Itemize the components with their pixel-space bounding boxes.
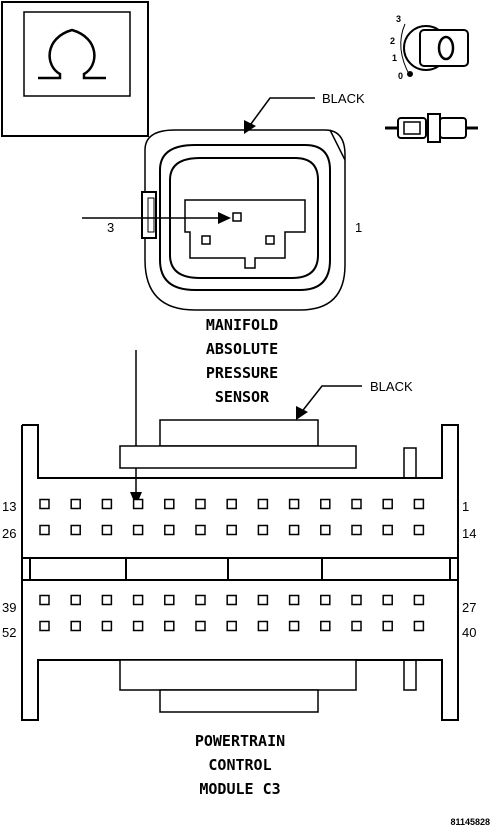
svg-text:MANIFOLD: MANIFOLD — [206, 316, 278, 334]
svg-text:PRESSURE: PRESSURE — [206, 364, 278, 382]
ignition-key-icon: 3 2 1 0 — [390, 14, 469, 81]
svg-text:MODULE C3: MODULE C3 — [199, 780, 280, 798]
row4-left-label: 52 — [2, 625, 16, 640]
key-position-3: 3 — [396, 14, 401, 24]
map-pin-1 — [265, 235, 275, 245]
pcm-pin — [101, 594, 113, 606]
svg-text:POWERTRAIN: POWERTRAIN — [195, 732, 285, 750]
pcm-pin — [70, 498, 81, 510]
map-sensor-connector — [141, 129, 346, 311]
pcm-pin — [195, 620, 206, 632]
pin-3-arrow: 3 — [82, 212, 231, 235]
pcm-pin — [257, 594, 269, 606]
pcm-pin — [195, 594, 206, 606]
figure-id: 81145828 — [450, 817, 490, 827]
pcm-pin — [226, 524, 237, 536]
pcm-pin — [101, 620, 113, 632]
svg-text:CONTROL: CONTROL — [208, 756, 271, 774]
row2-left-label: 26 — [2, 526, 16, 541]
key-position-2: 2 — [390, 36, 395, 46]
pcm-pin — [351, 620, 362, 632]
row1-right-label: 1 — [462, 499, 469, 514]
pcm-pin — [164, 498, 175, 510]
pcm-pin — [351, 594, 362, 606]
pcm-pin — [39, 498, 50, 510]
row2-right-label: 14 — [462, 526, 476, 541]
pcm-connector — [21, 419, 459, 721]
svg-text:SENSOR: SENSOR — [215, 388, 270, 406]
pcm-pin — [382, 524, 393, 536]
pcm-pin — [226, 594, 237, 606]
pcm-title: POWERTRAIN CONTROL MODULE C3 — [195, 732, 285, 798]
sensor-color-label: BLACK — [322, 91, 365, 106]
pcm-color-callout: BLACK — [296, 379, 413, 420]
pcm-pin — [101, 498, 113, 510]
pcm-pin — [132, 620, 144, 632]
map-pin-2 — [201, 235, 211, 245]
pcm-pin — [288, 524, 300, 536]
svg-text:ABSOLUTE: ABSOLUTE — [206, 340, 278, 358]
pcm-pin — [164, 524, 175, 536]
pcm-pin — [413, 498, 425, 510]
key-position-0: 0 — [398, 71, 403, 81]
pcm-pin — [413, 620, 425, 632]
pcm-pin — [39, 524, 50, 536]
pcm-pin — [226, 498, 237, 510]
pcm-pin — [320, 620, 331, 632]
pcm-pin — [164, 594, 175, 606]
pcm-pin — [195, 498, 206, 510]
pcm-pin — [39, 620, 50, 632]
pcm-color-label: BLACK — [370, 379, 413, 394]
pcm-pin — [70, 594, 81, 606]
ohm-icon — [38, 28, 106, 80]
sensor-pin-3-label: 3 — [107, 220, 114, 235]
row4-right-label: 40 — [462, 625, 476, 640]
sensor-color-callout: BLACK — [244, 91, 365, 134]
row1-left-label: 13 — [2, 499, 16, 514]
pcm-pin — [351, 524, 362, 536]
pcm-pin — [351, 498, 362, 510]
pcm-pin — [132, 524, 144, 536]
pcm-pin — [382, 620, 393, 632]
pcm-pin — [320, 524, 331, 536]
pcm-pin — [288, 498, 300, 510]
pcm-pin-grid — [39, 498, 425, 632]
pcm-pin — [288, 594, 300, 606]
pcm-pin — [288, 620, 300, 632]
ohm-symbol-box — [1, 1, 149, 137]
pcm-pin — [101, 524, 113, 536]
sensor-title: MANIFOLD ABSOLUTE PRESSURE SENSOR — [206, 316, 278, 406]
pcm-pin — [195, 524, 206, 536]
pcm-pin — [382, 594, 393, 606]
pcm-pin — [164, 620, 175, 632]
row3-right-label: 27 — [462, 600, 476, 615]
pcm-pin — [320, 594, 331, 606]
pcm-pin — [70, 524, 81, 536]
pcm-pin — [257, 620, 269, 632]
pcm-pin — [226, 620, 237, 632]
pcm-pin — [132, 498, 144, 510]
pcm-pin — [320, 498, 331, 510]
sensor-pin-1-label: 1 — [355, 220, 362, 235]
wire-arrow — [130, 350, 142, 506]
connector-side-icon — [385, 113, 478, 143]
pcm-pin — [257, 498, 269, 510]
pcm-pin — [413, 524, 425, 536]
pcm-pin — [413, 594, 425, 606]
pcm-pin — [132, 594, 144, 606]
pcm-pin — [257, 524, 269, 536]
pcm-pin — [70, 620, 81, 632]
map-pin-3 — [232, 212, 242, 222]
pcm-row-labels: 13 1 26 14 39 27 52 40 — [2, 499, 476, 640]
row3-left-label: 39 — [2, 600, 16, 615]
pcm-pin — [382, 498, 393, 510]
key-position-1: 1 — [392, 53, 397, 63]
pcm-pin — [39, 594, 50, 606]
